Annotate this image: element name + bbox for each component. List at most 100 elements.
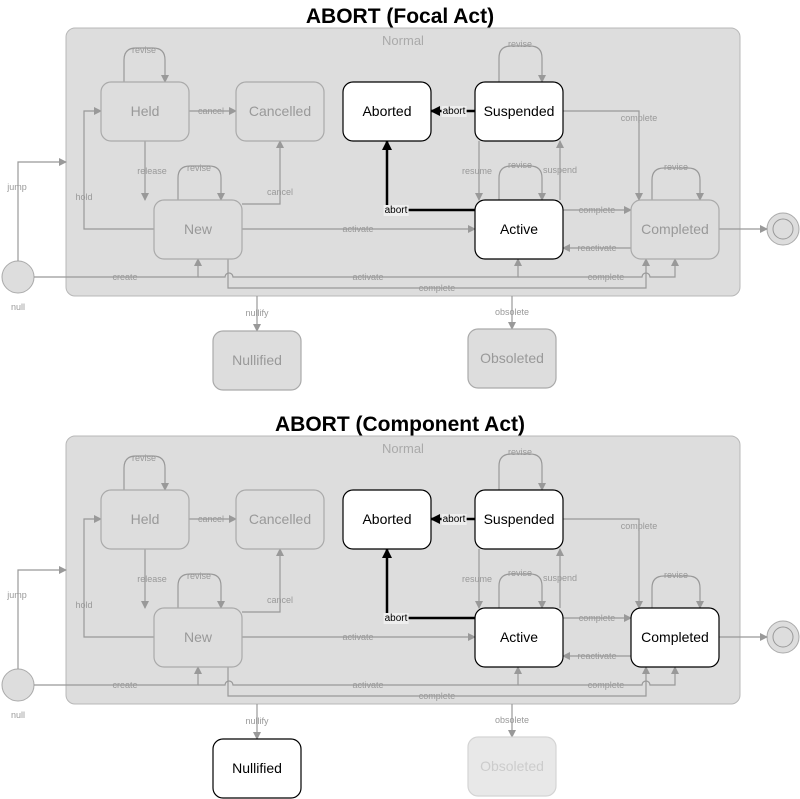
final-state[interactable] <box>766 620 800 654</box>
transition-new-revise <box>177 165 225 201</box>
transition-new-revise <box>177 573 225 609</box>
state-obsoleted[interactable]: Obsoleted <box>467 328 557 389</box>
transition-label-new-complete: complete <box>419 691 456 701</box>
transition-label-comp-revise: revise <box>664 570 688 580</box>
state-active[interactable]: Active <box>474 199 564 260</box>
transition-label-null-activate: activate <box>352 272 383 282</box>
state-label: Obsoleted <box>480 758 544 774</box>
diagram-title: ABORT (Component Act) <box>275 413 525 436</box>
state-label: Completed <box>641 629 709 645</box>
transition-active-revise <box>498 573 546 609</box>
transition-held-revise <box>123 47 169 83</box>
state-aborted[interactable]: Aborted <box>342 489 432 550</box>
transition-susp-revise <box>498 453 546 491</box>
transition-hold <box>83 515 154 638</box>
container-label: Normal <box>382 33 424 48</box>
state-nullified[interactable]: Nullified <box>212 738 302 799</box>
transition-null-activate <box>198 258 522 278</box>
state-active[interactable]: Active <box>474 607 564 668</box>
transition-label-active-revise: revise <box>508 568 532 578</box>
final-state-inner <box>772 626 794 648</box>
state-suspended[interactable]: Suspended <box>474 81 564 142</box>
state-suspended[interactable]: Suspended <box>474 489 564 550</box>
state-completed[interactable]: Completed <box>630 607 720 668</box>
transition-label-active-revise: revise <box>508 160 532 170</box>
initial-state-label: null <box>11 710 25 720</box>
transition-label-new-complete: complete <box>419 283 456 293</box>
transition-jump <box>17 158 67 261</box>
diagram-title: ABORT (Focal Act) <box>306 5 494 28</box>
state-label: Active <box>500 221 538 237</box>
transition-label-null-activate: activate <box>352 680 383 690</box>
transition-label-susp-revise: revise <box>508 447 532 457</box>
transition-label-release: release <box>137 574 167 584</box>
state-label: Cancelled <box>249 511 311 527</box>
final-state-inner <box>772 218 794 240</box>
state-label: Nullified <box>232 352 282 368</box>
initial-state[interactable] <box>1 260 35 294</box>
state-label: Obsoleted <box>480 350 544 366</box>
transition-label-new-cancel: cancel <box>267 595 293 605</box>
transition-label-held-cancel: cancel <box>198 514 224 524</box>
transition-new-complete <box>227 258 650 289</box>
state-completed[interactable]: Completed <box>630 199 720 260</box>
transition-label-new-activate: activate <box>342 632 373 642</box>
transition-comp-revise <box>651 575 704 609</box>
state-label: Suspended <box>484 103 555 119</box>
transition-label-resume: resume <box>462 166 492 176</box>
transition-comp-revise <box>651 167 704 201</box>
transition-label-obsolete: obsolete <box>495 307 529 317</box>
transition-null-activate <box>198 666 522 686</box>
transition-label-comp-revise: revise <box>664 162 688 172</box>
state-cancelled[interactable]: Cancelled <box>235 489 325 550</box>
transition-active-revise <box>498 165 546 201</box>
transition-label-susp-complete: complete <box>621 113 658 123</box>
transition-new-complete <box>227 666 650 697</box>
transition-label-new-revise: revise <box>187 163 211 173</box>
state-nullified[interactable]: Nullified <box>212 330 302 391</box>
transition-susp-revise <box>498 45 546 83</box>
transition-label-held-revise: revise <box>132 453 156 463</box>
state-new[interactable]: New <box>153 607 243 668</box>
transition-label-jump: jump <box>6 590 27 600</box>
transition-label-create: create <box>112 272 137 282</box>
container-label: Normal <box>382 441 424 456</box>
state-cancelled[interactable]: Cancelled <box>235 81 325 142</box>
state-label: Held <box>131 103 160 119</box>
state-obsoleted[interactable]: Obsoleted <box>467 736 557 797</box>
state-aborted[interactable]: Aborted <box>342 81 432 142</box>
transition-label-susp-abort: abort <box>443 514 466 525</box>
state-label: Aborted <box>362 103 411 119</box>
transition-new-cancel <box>242 140 284 205</box>
state-label: Held <box>131 511 160 527</box>
transition-label-null-complete: complete <box>588 680 625 690</box>
state-held[interactable]: Held <box>100 489 190 550</box>
transition-new-cancel <box>242 548 284 613</box>
state-new[interactable]: New <box>153 199 243 260</box>
final-state[interactable] <box>766 212 800 246</box>
transition-label-active-complete: complete <box>579 205 616 215</box>
transition-hold <box>83 107 154 230</box>
state-label: Aborted <box>362 511 411 527</box>
state-label: New <box>184 221 213 237</box>
diagram-2: ABORT (Component Act) Normal null revise can… <box>1 413 800 799</box>
transition-label-held-revise: revise <box>132 45 156 55</box>
transition-label-susp-abort: abort <box>443 106 466 117</box>
transition-label-susp-revise: revise <box>508 39 532 49</box>
state-label: New <box>184 629 213 645</box>
state-label: Cancelled <box>249 103 311 119</box>
transition-null-complete <box>518 258 679 278</box>
initial-state[interactable] <box>1 668 35 702</box>
state-held[interactable]: Held <box>100 81 190 142</box>
transition-label-new-activate: activate <box>342 224 373 234</box>
transition-label-jump: jump <box>6 182 27 192</box>
transition-label-suspend: suspend <box>543 165 577 175</box>
initial-state-label: null <box>11 302 25 312</box>
transition-label-suspend: suspend <box>543 573 577 583</box>
transition-held-revise <box>123 455 169 491</box>
transition-label-new-revise: revise <box>187 571 211 581</box>
transition-label-release: release <box>137 166 167 176</box>
transition-label-nullify: nullify <box>245 308 269 318</box>
transition-label-reactivate: reactivate <box>577 651 616 661</box>
